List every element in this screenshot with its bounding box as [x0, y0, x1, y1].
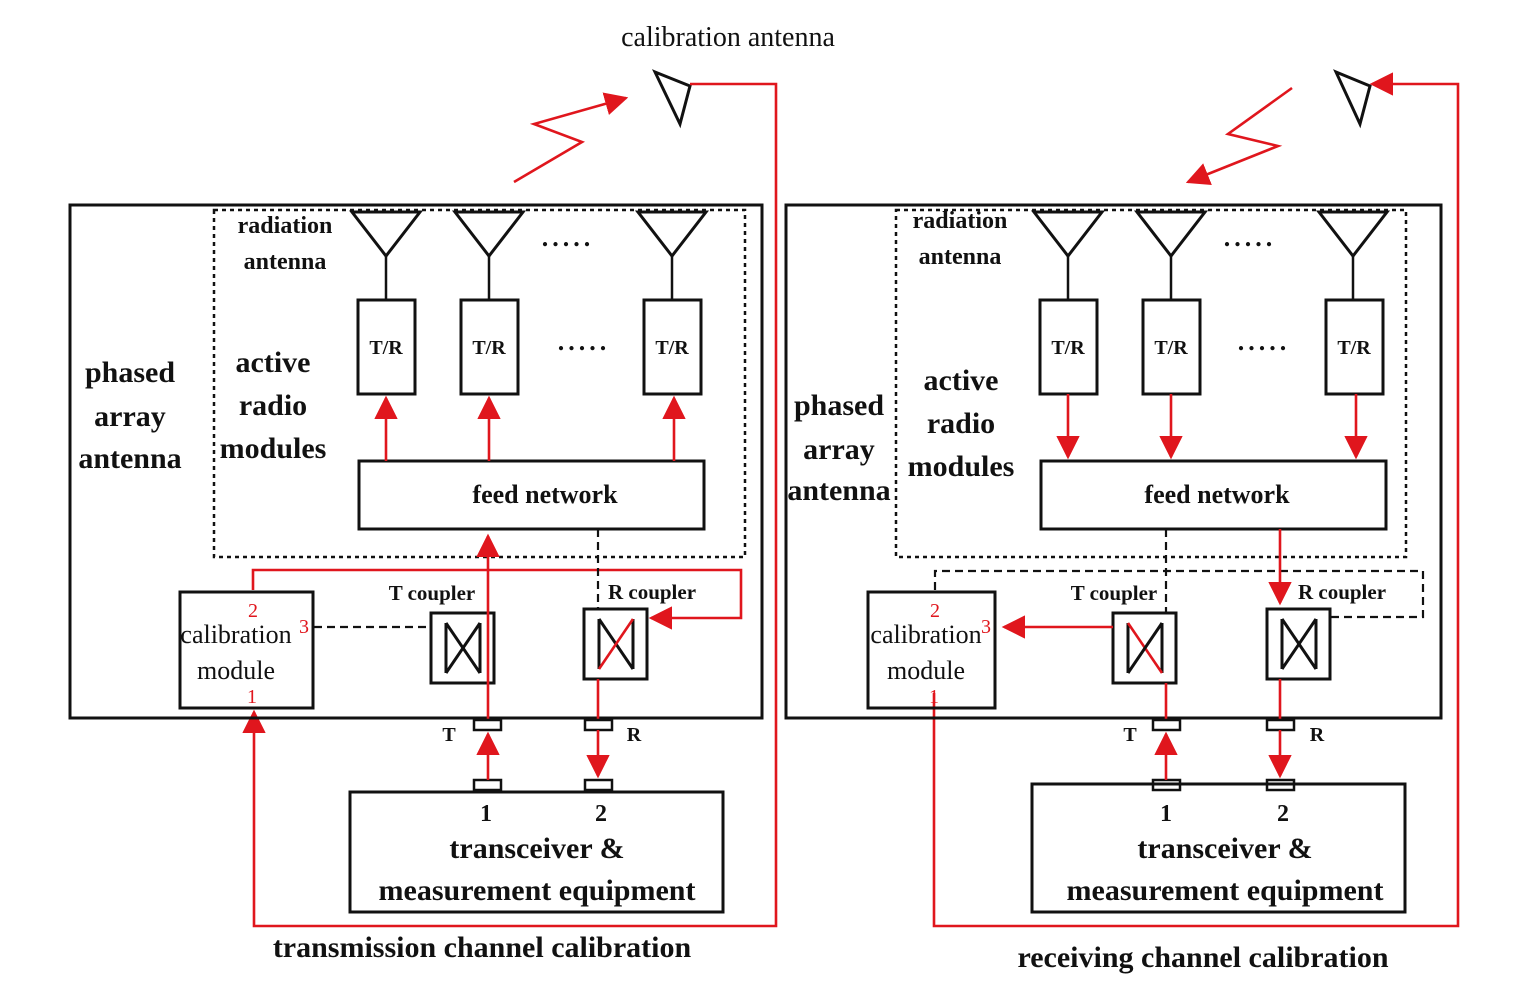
feed-network-box [1039, 459, 1388, 531]
active-radio-modules-label: active [236, 346, 311, 379]
port-number: 1 [1160, 801, 1172, 827]
port-number: 3 [981, 616, 991, 638]
radiation-antenna-icon [1133, 210, 1209, 300]
port-number: 1 [929, 686, 939, 708]
tr-module-label: T/R [472, 337, 506, 359]
phased-array-label: phased [85, 356, 175, 389]
radiation-antenna-icon [451, 210, 527, 300]
active-radio-modules-label: modules [908, 450, 1015, 483]
cal-antenna-feed-line-right [932, 72, 1460, 928]
t-coupler-icon [429, 611, 496, 685]
feed-network-box [357, 459, 706, 531]
r-coupler-icon [1265, 607, 1332, 681]
radiated-wave-left [513, 92, 629, 184]
calibration-antenna-icon [1333, 69, 1372, 129]
calibration-module-box [866, 590, 997, 710]
tr-module-label: T/R [369, 337, 403, 359]
phased-array-label: array [803, 433, 875, 466]
t-coupler-label: T coupler [1071, 581, 1158, 605]
r-coupler-label: R coupler [608, 580, 696, 604]
port-connector [583, 718, 614, 732]
tr-module-label: T/R [1337, 337, 1371, 359]
phased-array-label: antenna [787, 474, 890, 507]
cal-antenna-feed-line-left [242, 82, 778, 928]
ellipsis: ..... [1224, 223, 1277, 252]
active-radio-modules-label: modules [220, 432, 327, 465]
calibration-module-label: calibration [870, 620, 981, 649]
port-number: 2 [595, 801, 607, 827]
radiation-antenna-icon [1315, 210, 1391, 300]
port-t-label: T [442, 724, 456, 746]
coupled-port-dashed [933, 569, 1425, 619]
active-radio-modules-label: radio [927, 407, 995, 440]
active-radio-modules-label: radio [239, 389, 307, 422]
transceiver-box [348, 790, 725, 914]
caption-transmission: transmission channel calibration [273, 931, 692, 964]
received-wave-right [1185, 86, 1293, 186]
calibration-antenna-icon [651, 69, 692, 129]
port-connector [1151, 718, 1182, 732]
feed-network-label: feed network [472, 480, 618, 509]
phased-array-label: phased [794, 389, 884, 422]
radiation-antenna-icon [348, 210, 424, 300]
tr-module [1324, 298, 1385, 396]
port-number: 2 [1277, 801, 1289, 827]
feed-network-label: feed network [1144, 480, 1290, 509]
calibration-module-label: module [887, 656, 965, 685]
t-coupler-icon [1111, 611, 1178, 685]
radiation-antenna-label: antenna [919, 244, 1002, 270]
port-r-label: R [1310, 724, 1325, 746]
calibration-module-label: calibration [180, 620, 291, 649]
port-r-label: R [627, 724, 642, 746]
calibration-antenna-label: calibration antenna [621, 22, 835, 53]
port-connector [1265, 718, 1296, 732]
phased-array-box [784, 203, 1443, 720]
calibration-module-box [178, 590, 315, 710]
right-panel: phased array antenna radiation antenna a… [784, 203, 1443, 974]
active-modules-region [212, 208, 747, 559]
port-number: 2 [248, 600, 258, 622]
phased-array-label: array [94, 400, 166, 433]
caption-receiving: receiving channel calibration [1017, 941, 1388, 974]
radiation-antenna-label: radiation [238, 213, 333, 239]
port-number: 1 [247, 686, 257, 708]
radiation-antenna-label: antenna [244, 249, 327, 275]
port-number: 3 [299, 616, 309, 638]
port-connector [472, 718, 503, 732]
calibration-module-label: module [197, 656, 275, 685]
radiation-antenna-icon [1030, 210, 1106, 300]
active-modules-region [894, 208, 1408, 559]
tr-module [356, 298, 417, 396]
phased-array-box [68, 203, 764, 720]
port-connector [583, 778, 614, 792]
port-t-label: T [1123, 724, 1137, 746]
t-coupler-label: T coupler [389, 581, 476, 605]
r-coupler-icon [582, 607, 649, 681]
transceiver-label: transceiver & [449, 832, 624, 865]
port-connector [472, 778, 503, 792]
transceiver-label: measurement equipment [1067, 874, 1384, 907]
r-coupler-label: R coupler [1298, 580, 1386, 604]
tr-module-label: T/R [1051, 337, 1085, 359]
tr-module [459, 298, 520, 396]
port-number: 2 [930, 600, 940, 622]
tr-module-label: T/R [655, 337, 689, 359]
ellipsis: ..... [558, 327, 611, 356]
radiation-antenna-label: radiation [913, 208, 1008, 234]
ellipsis: ..... [1238, 327, 1291, 356]
transceiver-label: measurement equipment [379, 874, 696, 907]
tr-module-label: T/R [1154, 337, 1188, 359]
radiation-antenna-icon [634, 210, 710, 300]
left-panel: phased array antenna radiation antenna a… [68, 203, 764, 964]
tr-module [642, 298, 703, 396]
active-radio-modules-label: active [924, 364, 999, 397]
signal-path [251, 568, 743, 630]
transceiver-box [1030, 782, 1407, 914]
transceiver-label: transceiver & [1137, 832, 1312, 865]
port-number: 1 [480, 801, 492, 827]
ellipsis: ..... [542, 223, 595, 252]
phased-array-label: antenna [78, 442, 181, 475]
